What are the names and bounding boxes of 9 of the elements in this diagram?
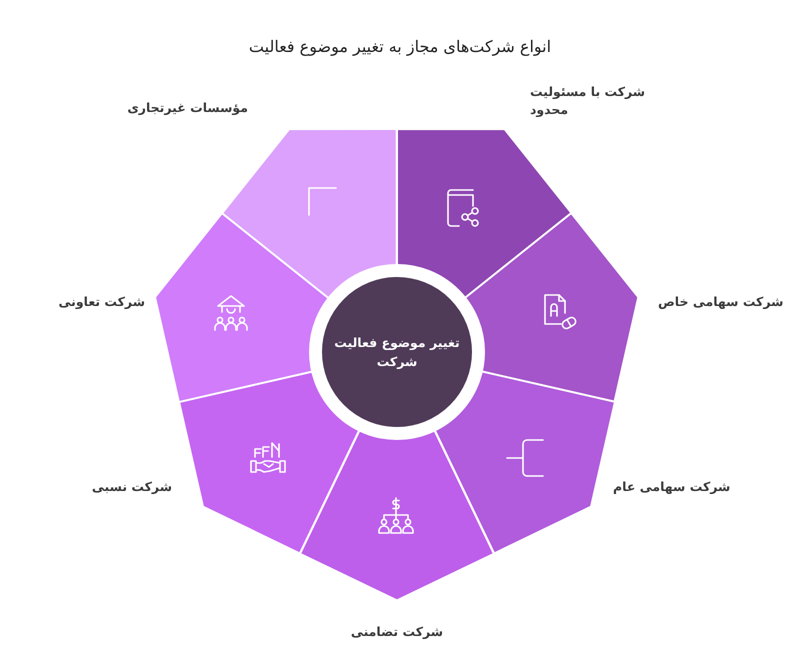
segment-label: مؤسسات غیرتجاری [127,99,248,117]
segment-label: شرکت با مسئولیت محدود [530,83,646,119]
segment-label: شرکت سهامی خاص [658,292,784,311]
segment-label: شرکت تضامنی [350,622,444,641]
segment-label: شرکت نسبی [92,478,172,496]
diagram-title: انواع شرکت‌های مجاز به تغییر موضوع فعالیت [248,36,552,58]
hub-label: تغییر موضوع فعالیت شرکت [333,334,461,371]
segment-label: شرکت سهامی عام [612,478,730,496]
segment-label: شرکت تعاونی [58,292,145,311]
